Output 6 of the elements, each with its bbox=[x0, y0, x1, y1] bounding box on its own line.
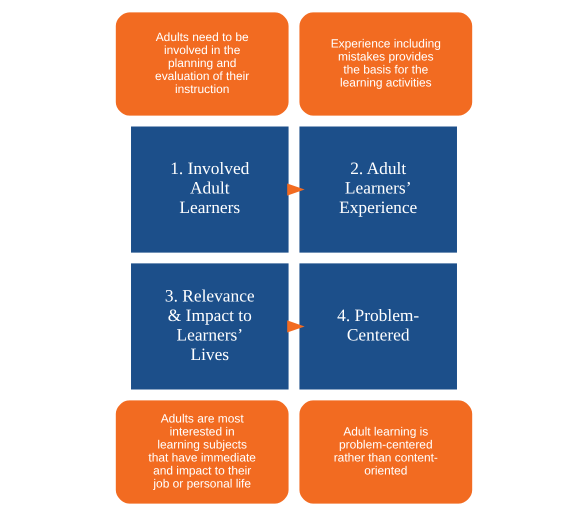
node-box: 4. Problem-Centered bbox=[298, 263, 456, 390]
node-box: Adult learning is problem-centered rather than content-oriented bbox=[298, 400, 472, 504]
node-box: Experience including mistakes provides the basis for the learning activities bbox=[298, 12, 472, 116]
node-box: 2. Adult Learners’ Experience bbox=[298, 126, 456, 253]
node-box: Adults are most interested in learning subjects that have immediate and impact to their job or personal life bbox=[115, 400, 288, 504]
node-box: Adults need to be involved in the planning and evaluation of their instruction bbox=[115, 12, 288, 116]
